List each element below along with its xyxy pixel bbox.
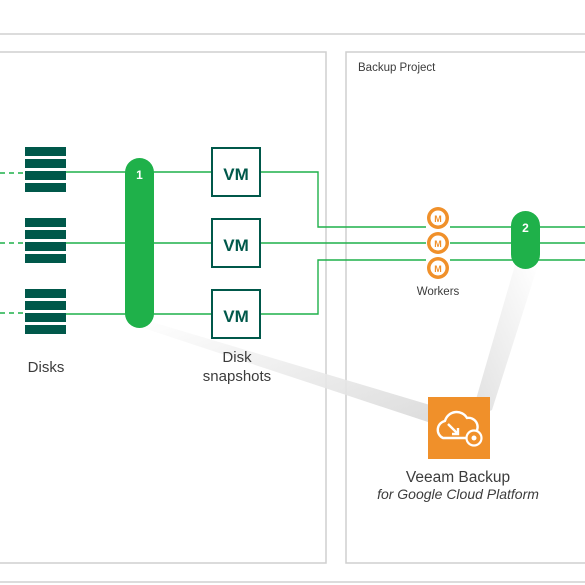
cloud-gear-icon (428, 397, 490, 459)
beam-right (470, 265, 538, 420)
disk-icon-3 (25, 289, 66, 334)
step-1-number: 1 (136, 168, 143, 182)
worker-icon-2: M (427, 232, 449, 254)
backup-project-box (345, 51, 585, 564)
disk-icon-1 (25, 147, 66, 192)
beam-left (125, 322, 430, 422)
step-2-number: 2 (522, 221, 529, 235)
worker-icon-1: M (427, 207, 449, 229)
disk-icon-2 (25, 218, 66, 263)
source-project-box (0, 51, 327, 564)
veeam-title: Veeam Backup (406, 469, 510, 486)
vm-box-2: VM (211, 218, 261, 268)
disk-snapshots-label-line1: Disk (222, 349, 252, 366)
svg-text:M: M (434, 239, 442, 249)
workers-label: Workers (417, 286, 460, 298)
svg-text:M: M (434, 214, 442, 224)
outer-frame (0, 33, 585, 583)
svg-text:VM: VM (223, 165, 249, 184)
backup-project-label: Backup Project (358, 62, 436, 74)
vm-box-1: VM (211, 147, 261, 197)
step-1-pill (125, 158, 154, 328)
vm-to-worker-links (260, 171, 426, 315)
svg-text:VM: VM (223, 307, 249, 326)
veeam-subtitle: for Google Cloud Platform (377, 486, 539, 502)
svg-text:M: M (434, 264, 442, 274)
vm-box-3: VM (211, 289, 261, 339)
svg-text:VM: VM (223, 236, 249, 255)
worker-icon-3: M (427, 257, 449, 279)
disks-label: Disks (28, 359, 65, 376)
step-2-pill (511, 211, 540, 269)
dashed-links (0, 172, 24, 314)
disk-snapshots-label-line2: snapshots (203, 368, 271, 385)
